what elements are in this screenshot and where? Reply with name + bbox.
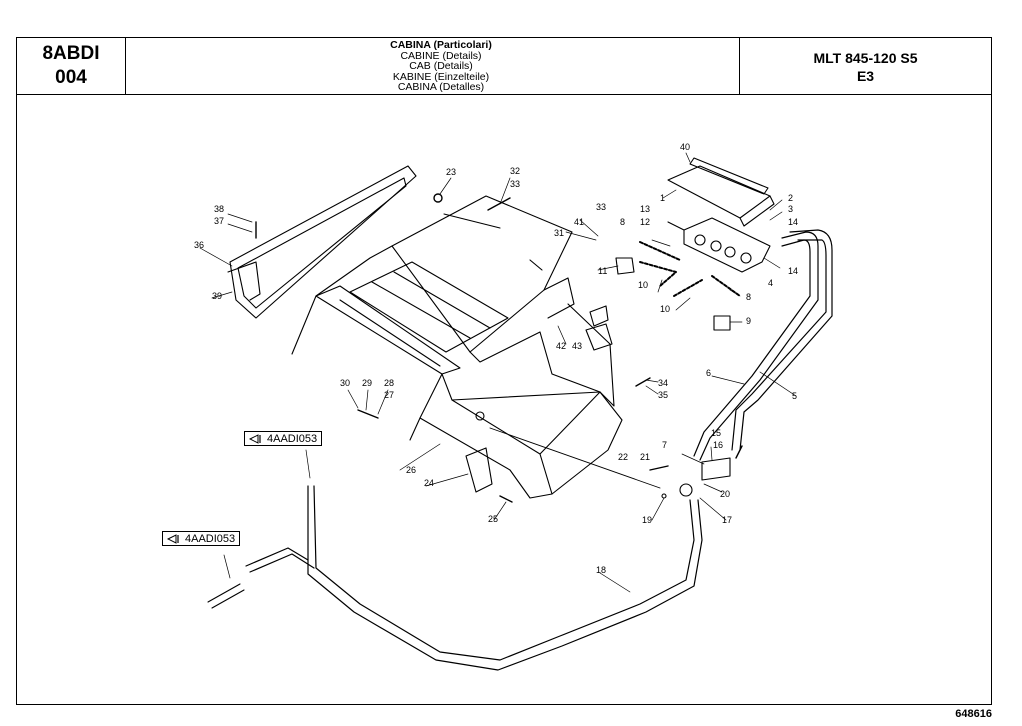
- title-french: CABINE (Details): [400, 49, 482, 62]
- section-code: 8ABDI 004: [17, 38, 126, 94]
- callout-14b: 14: [788, 266, 798, 276]
- title-english: CAB (Details): [409, 60, 473, 72]
- callout-38: 38: [214, 204, 224, 214]
- fittings-drawing: [207, 257, 731, 609]
- callout-21: 21: [640, 452, 650, 462]
- callout-2: 2: [788, 193, 793, 203]
- callout-5: 5: [792, 391, 797, 401]
- corrugated-hoses-drawing: [639, 241, 741, 297]
- section-title: CABINA (Particolari) CABINE (Details) CA…: [126, 38, 756, 94]
- model-name: MLT 845-120 S5: [813, 50, 918, 66]
- model-block: MLT 845-120 S5 E3: [739, 38, 991, 94]
- reference-code-lower: 4AADI053: [185, 533, 236, 545]
- callout-30: 30: [340, 378, 350, 388]
- title-block: 8ABDI 004 CABINA (Particolari) CABINE (D…: [16, 37, 992, 95]
- callout-40: 40: [680, 142, 690, 152]
- title-italian: CABINA (Particolari): [390, 39, 492, 51]
- callout-6: 6: [706, 368, 711, 378]
- callout-19: 19: [642, 515, 652, 525]
- title-german: KABINE (Einzelteile): [392, 70, 490, 83]
- callout-17: 17: [722, 515, 732, 525]
- bolts-drawing: [255, 193, 743, 503]
- callout-33b: 33: [596, 202, 606, 212]
- leader-lines: [199, 152, 797, 593]
- callout-3: 3: [788, 204, 793, 214]
- document-number: 648616: [955, 708, 992, 720]
- callout-10: 10: [638, 280, 648, 290]
- callout-33: 33: [510, 179, 520, 189]
- title-spanish: CABINA (Detalles): [397, 81, 485, 93]
- callout-10b: 10: [660, 304, 670, 314]
- callout-41: 41: [574, 217, 584, 227]
- callout-8b: 8: [746, 292, 751, 302]
- callout-34: 34: [658, 378, 668, 388]
- cab-body-drawing: [409, 303, 623, 499]
- callout-18: 18: [596, 565, 606, 575]
- section-code-line1: 8ABDI: [42, 43, 100, 64]
- callout-12: 12: [640, 217, 650, 227]
- reference-arrow-icon: [167, 534, 179, 544]
- callout-8: 8: [620, 217, 625, 227]
- coolant-pipes-drawing: [245, 229, 833, 671]
- section-code-line2: 004: [55, 67, 87, 88]
- callout-24: 24: [424, 478, 434, 488]
- reference-box-upper[interactable]: 4AADI053: [244, 431, 323, 446]
- callout-16: 16: [713, 440, 723, 450]
- callout-25: 25: [488, 514, 498, 524]
- callout-36: 36: [194, 240, 204, 250]
- reference-arrow-icon: [249, 434, 261, 444]
- callout-42: 42: [556, 341, 566, 351]
- callout-15: 15: [711, 428, 721, 438]
- reference-code-upper: 4AADI053: [267, 433, 318, 445]
- callout-13: 13: [640, 204, 650, 214]
- model-variant: E3: [856, 68, 875, 84]
- callout-37: 37: [214, 216, 224, 226]
- callout-1: 1: [660, 193, 665, 203]
- cab-roof-drawing: [291, 195, 575, 375]
- callout-39: 39: [212, 291, 222, 301]
- drawing-frame: [16, 95, 992, 705]
- callout-14: 14: [788, 217, 798, 227]
- callout-11: 11: [598, 266, 607, 276]
- callout-22: 22: [618, 452, 628, 462]
- callout-32: 32: [510, 166, 520, 176]
- heater-unit-drawing: [667, 157, 775, 273]
- callout-31: 31: [554, 228, 564, 238]
- callout-35: 35: [658, 390, 668, 400]
- windscreen-seal-drawing: [227, 165, 417, 319]
- callout-4: 4: [768, 278, 773, 288]
- callout-29: 29: [362, 378, 372, 388]
- reference-box-lower[interactable]: 4AADI053: [162, 531, 241, 546]
- callout-43: 43: [572, 341, 582, 351]
- callout-labels: 1 2 3 4 5 6 7 8 8 9 10 10 11 12 13 14 14…: [194, 142, 798, 575]
- callout-23: 23: [446, 167, 456, 177]
- callout-27: 27: [384, 390, 394, 400]
- callout-26: 26: [406, 465, 416, 475]
- callout-9: 9: [746, 316, 751, 326]
- callout-7: 7: [662, 440, 667, 450]
- callout-28: 28: [384, 378, 394, 388]
- callout-20: 20: [720, 489, 730, 499]
